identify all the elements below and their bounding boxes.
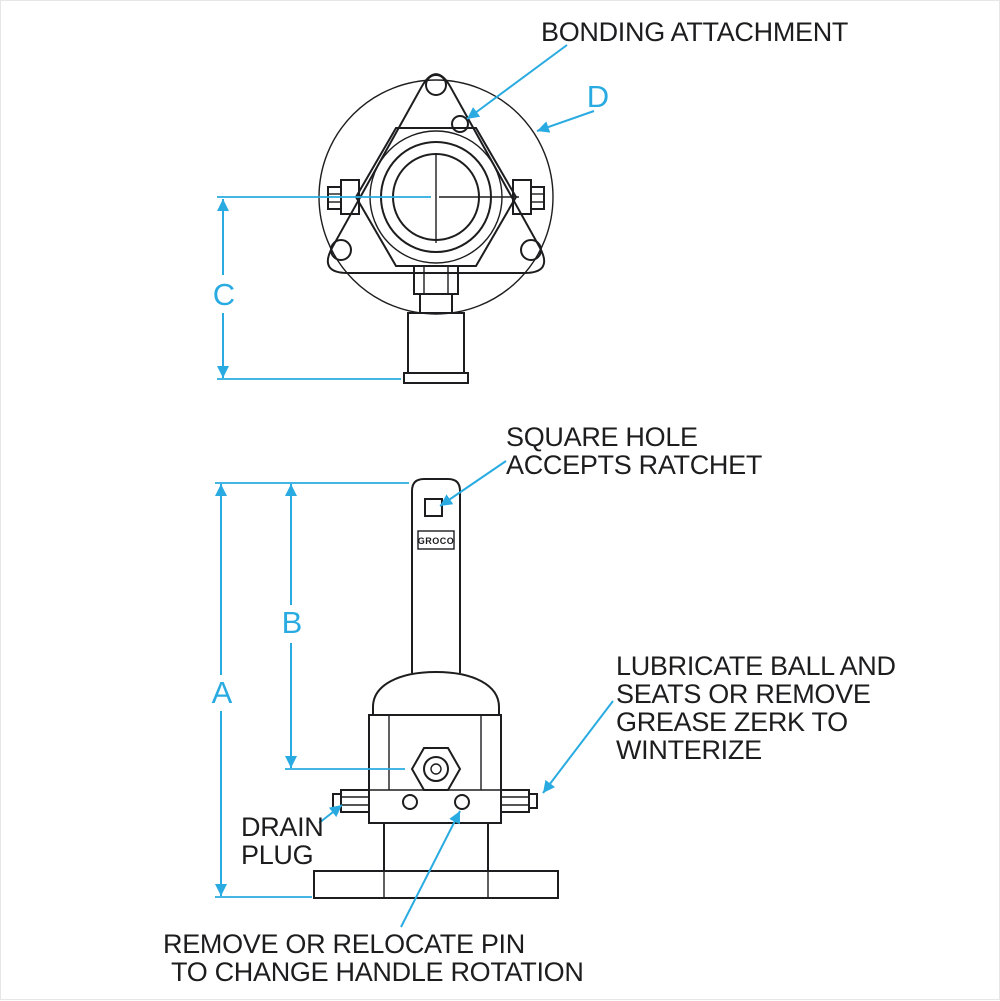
dimension-a: A <box>212 482 409 898</box>
mounting-hole-right <box>520 239 542 261</box>
remove-pin-label-line2: TO CHANGE HANDLE ROTATION <box>171 957 584 987</box>
mounting-hole-left <box>330 239 352 261</box>
base-flange <box>313 870 559 899</box>
lubricate-label-line4: WINTERIZE <box>616 735 762 765</box>
lubricate-leader <box>542 700 614 794</box>
brand-plate <box>417 530 455 550</box>
drain-plug-label-line1: DRAIN <box>241 812 324 842</box>
side-view-drawing: GROCO <box>313 478 559 899</box>
left-side-bolt <box>327 186 342 210</box>
square-hole-label-line1: SQUARE HOLE <box>506 422 698 452</box>
tailpipe-rim <box>403 372 469 384</box>
pin-leader <box>400 810 461 928</box>
stem-block <box>413 265 459 295</box>
bonding-leader <box>466 44 568 120</box>
bonding-screw <box>451 115 469 133</box>
stem-neck <box>419 293 453 314</box>
leader-lines <box>318 44 614 928</box>
grease-zerk-circle <box>423 756 449 782</box>
drain-plug-right <box>500 789 530 813</box>
remove-pin-label-line1: REMOVE OR RELOCATE PIN <box>163 929 525 959</box>
grease-zerk-dot <box>430 763 442 775</box>
dimension-d-label: D <box>587 79 609 114</box>
handle-pin-left <box>402 794 418 810</box>
handle <box>411 478 461 673</box>
bonding-attachment-label: BONDING ATTACHMENT <box>541 17 848 47</box>
callout-texts: BONDING ATTACHMENT SQUARE HOLE ACCEPTS R… <box>163 17 896 987</box>
dimension-b: B <box>282 484 405 770</box>
grease-zerk-hex <box>410 747 462 791</box>
top-view-drawing <box>318 73 554 384</box>
dimension-b-label: B <box>282 605 303 640</box>
dimension-a-label: A <box>212 675 233 710</box>
dimension-c-label: C <box>213 277 235 312</box>
lubricate-label-line2: SEATS OR REMOVE <box>616 679 871 709</box>
square-hole-leader <box>439 460 507 507</box>
lubricate-label-line3: GREASE ZERK TO <box>616 707 848 737</box>
ball-dome <box>372 670 500 715</box>
square-hole-label-line2: ACCEPTS RATCHET <box>506 450 762 480</box>
tailpipe <box>407 312 465 374</box>
square-ratchet-hole <box>424 498 443 517</box>
dimension-c: C <box>213 196 431 380</box>
right-side-bolt <box>530 186 545 210</box>
handle-pin-right <box>454 794 470 810</box>
dimension-d: D <box>536 79 609 133</box>
brand-label: GROCO <box>418 536 455 546</box>
drain-plug-leader <box>318 804 343 824</box>
drain-plug-left <box>340 789 370 813</box>
mounting-hole-top <box>425 74 447 96</box>
drain-plug-label-line2: PLUG <box>241 840 313 870</box>
lubricate-label-line1: LUBRICATE BALL AND <box>616 651 896 681</box>
